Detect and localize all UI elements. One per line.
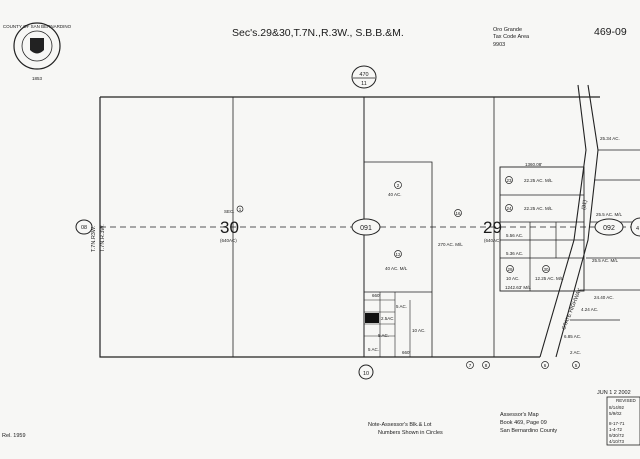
parcel-30-acres: 12.25 AC. M/L — [535, 276, 564, 281]
parcel-30-id: 30 — [543, 267, 549, 272]
left-book-number: 08 — [81, 225, 87, 231]
note-line-2: Numbers Shown in Circles — [378, 430, 443, 436]
revision-date: JUN 1 2 2002 — [597, 390, 631, 396]
top-page-number: 11 — [361, 81, 367, 87]
county-seal: COUNTY OF SAN BERNARDINO 1853 — [3, 22, 72, 81]
parcel-29-id: 29 — [507, 267, 513, 272]
block-092-circle — [594, 218, 624, 236]
tax-code-label: Tax Code Area — [493, 34, 530, 40]
revision-entry-2: 5/9/02 — [609, 411, 622, 416]
dim-1360: 1360.08' — [525, 162, 542, 167]
sec30-parcel-circle — [236, 205, 244, 213]
parcel-4-acres: 4.24 AC. — [581, 307, 598, 312]
block-091-label: 091 — [360, 225, 372, 232]
seal-ring-text: COUNTY OF SAN BERNARDINO — [3, 24, 72, 29]
sec30-number: 30 — [220, 218, 239, 237]
lot-dim-660-top: 660' — [372, 293, 381, 298]
parcel-16-acres: 270 AC. M/L — [438, 242, 463, 247]
sec30-acres: (640AC) — [220, 238, 237, 243]
block-092-label: 092 — [603, 225, 615, 232]
seal-shield-icon — [30, 38, 44, 54]
right-book-circle — [630, 217, 640, 237]
parcel-2b-acres: 6.85 AC. — [564, 334, 581, 339]
assessor-line-2: Book 469, Page 09 — [500, 420, 547, 426]
revision-label: REVISED — [616, 398, 637, 403]
parcel-28-acres: 5.36 AC. — [506, 251, 523, 256]
parcel-2-acres: 40 AC. — [388, 192, 402, 197]
parcel-12-acres: 40 AC. M/L — [385, 266, 408, 271]
lot-44-acres: 10 AC. — [412, 328, 426, 333]
small-lots-cluster: 5 AC. 2.5AC 10 AC. 5 AC. 5 AC. 660' 660' — [364, 292, 426, 357]
bottom-book-circles: 10 7 8 6 5 — [358, 361, 580, 380]
assessor-line-3: San Bernardino County — [500, 428, 557, 434]
parcel-23-id: 23 — [506, 178, 512, 183]
top-book-circle: 470 11 — [351, 65, 377, 89]
block-091-circle — [351, 218, 381, 236]
bottom-circle-8: 8 — [485, 363, 488, 368]
seal-year: 1853 — [32, 76, 43, 81]
sec30-sec-label: SEC. — [224, 209, 235, 214]
sec30-parcel-number: 1 — [239, 207, 242, 212]
sec29-parcel-circle — [454, 209, 462, 217]
revision-entry-1: 8/14/92 — [609, 405, 625, 410]
lot-45-acres: 5 AC. — [378, 333, 389, 338]
parcel-24-id: 24 — [506, 206, 512, 211]
sec29-acres: (640AC) — [484, 238, 501, 243]
page-number: 469-09 — [594, 26, 627, 38]
lot-41-acres: 2.5AC — [381, 316, 394, 321]
parcel-29-acres: 10 AC. — [506, 276, 520, 281]
left-book-circle — [75, 219, 93, 235]
bottom-circle-5: 5 — [575, 363, 578, 368]
revision-entry-5: 9/30/72 — [609, 433, 625, 438]
parcel-7-acres: 25.5 AC. M/L — [596, 212, 623, 217]
note-line-1: Note-Assessor's Blk.& Lot — [368, 422, 432, 428]
highway-route: (31) — [581, 200, 589, 211]
lot-dim-5ac: 5 AC. — [368, 347, 379, 352]
parcel-2-12-bounds — [364, 161, 433, 357]
parcel-27-acres: 5.56 AC. — [506, 233, 523, 238]
bottom-circle-6: 6 — [544, 363, 547, 368]
sec29-parcel-number: 16 — [455, 211, 461, 216]
parcel-23-acres: 22.25 AC. M/L — [524, 178, 553, 183]
state-highway: STATE HIGHWAY (31) — [539, 84, 599, 358]
parcel-12-id: 12 — [395, 252, 401, 257]
top-book-number: 470 — [359, 72, 368, 78]
map-title: Sec's.29&30,T.7N.,R.3W., S.B.B.&M. — [232, 27, 404, 39]
footer-rel: Rel. 1959 — [2, 433, 26, 439]
parcel-8-acres: 25.5 AC. M/L — [592, 258, 619, 263]
right-book-number: 4 — [636, 226, 639, 232]
revision-box — [606, 396, 640, 446]
parcel-1-acres: 2 AC. — [570, 350, 581, 355]
bottom-circle-7: 7 — [469, 363, 472, 368]
parcel-15-acres: 25.34 AC. — [600, 136, 620, 141]
dim-1242: 1242.63' M/L — [505, 285, 531, 290]
revision-entry-4: 1-4-72 — [609, 427, 623, 432]
township-label-2: T.7N.R.3W. — [100, 224, 106, 252]
east-parcels: 1360.08' 1242.63' M/L 23 22.25 AC. M/L 2… — [499, 162, 585, 292]
section-boundary — [99, 96, 600, 358]
tax-code-number: 9903 — [493, 42, 505, 48]
parcel-2-id: 2 — [397, 183, 400, 188]
bottom-circle-10: 10 — [363, 371, 369, 377]
sec29-number: 29 — [483, 218, 502, 237]
revision-entry-3: 8-17-71 — [609, 421, 625, 426]
lot-dim-660: 660' — [402, 350, 411, 355]
parcel-24-acres: 22.25 AC. M/L — [524, 206, 553, 211]
lot-40-acres: 5 AC. — [396, 304, 407, 309]
area-name: Oro Grande — [493, 27, 522, 33]
revision-entry-6: 4/10/73 — [609, 439, 625, 444]
highlighted-lot — [365, 313, 379, 323]
assessor-line-1: Assessor's Map — [500, 412, 539, 418]
parcel-3-acres: 24.40 AC. — [594, 295, 614, 300]
township-label-1: T.7N.R3W. — [91, 225, 97, 252]
